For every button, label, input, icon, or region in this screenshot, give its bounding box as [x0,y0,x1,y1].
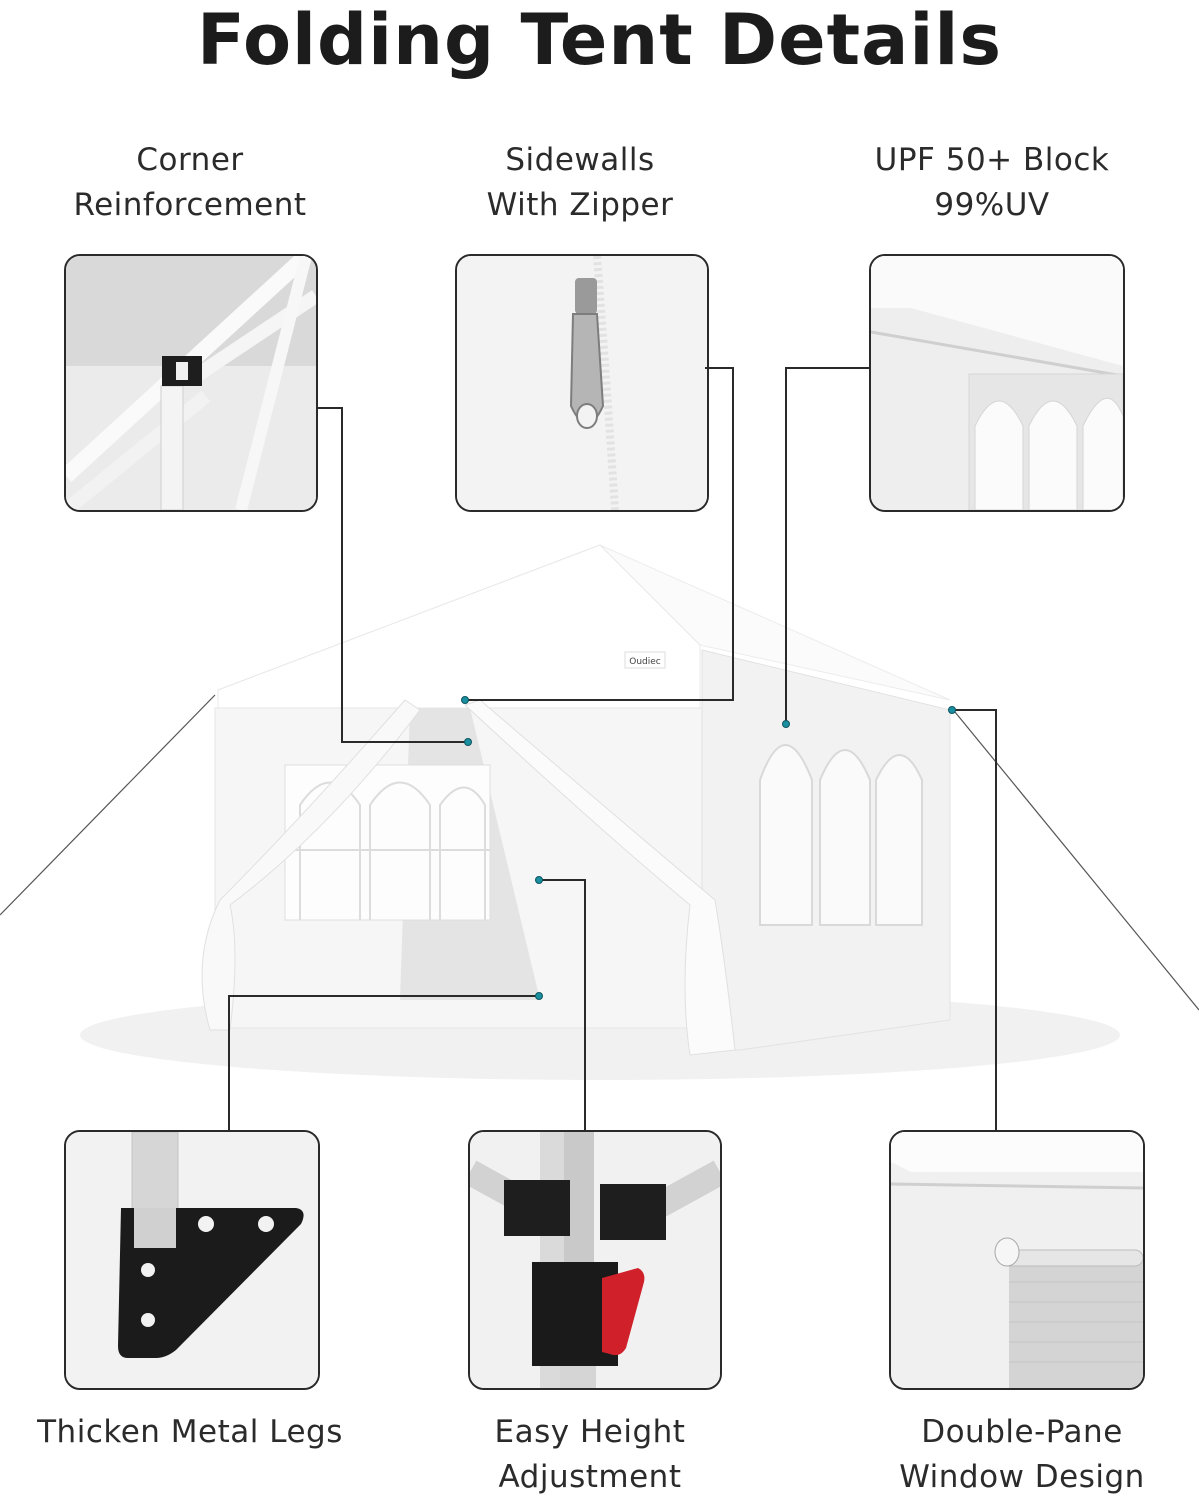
canopy-window-icon [871,256,1123,510]
caption-upf-block: UPF 50+ Block 99%UV [842,138,1142,228]
detail-metal-legs [64,1130,320,1390]
detail-sidewall-zipper [455,254,709,512]
leg-foot-plate-icon [66,1132,318,1388]
detail-corner-reinforcement [64,254,318,512]
detail-double-pane-window [889,1130,1145,1390]
caption-easy-height-adjustment: Easy Height Adjustment [440,1410,740,1500]
caption-line: Easy Height [494,1414,686,1450]
caption-line: UPF 50+ Block [874,142,1110,178]
caption-line: With Zipper [486,187,674,223]
caption-sidewalls-zipper: Sidewalls With Zipper [430,138,730,228]
brand-label: Oudiec [629,657,661,667]
caption-line: Corner [136,142,244,178]
caption-line: Double-Pane [921,1414,1123,1450]
caption-line: Thicken Metal Legs [37,1414,343,1450]
caption-line: Sidewalls [505,142,655,178]
detail-upf-canopy [869,254,1125,512]
caption-double-pane-window: Double-Pane Window Design [862,1410,1182,1500]
caption-line: 99%UV [934,187,1050,223]
caption-corner-reinforcement: Corner Reinforcement [40,138,340,228]
caption-line: Window Design [899,1459,1145,1495]
page-title: Folding Tent Details [196,0,1002,81]
caption-line: Adjustment [498,1459,682,1495]
caption-line: Reinforcement [73,187,307,223]
detail-height-adjustment [468,1130,722,1390]
zipper-pull-icon [457,256,707,510]
tent-illustration: Oudiec [0,544,1199,1080]
corner-bracket-icon [66,256,316,510]
caption-thicken-metal-legs: Thicken Metal Legs [10,1410,370,1455]
red-lock-button-icon [470,1132,720,1388]
rolled-window-icon [891,1132,1143,1388]
